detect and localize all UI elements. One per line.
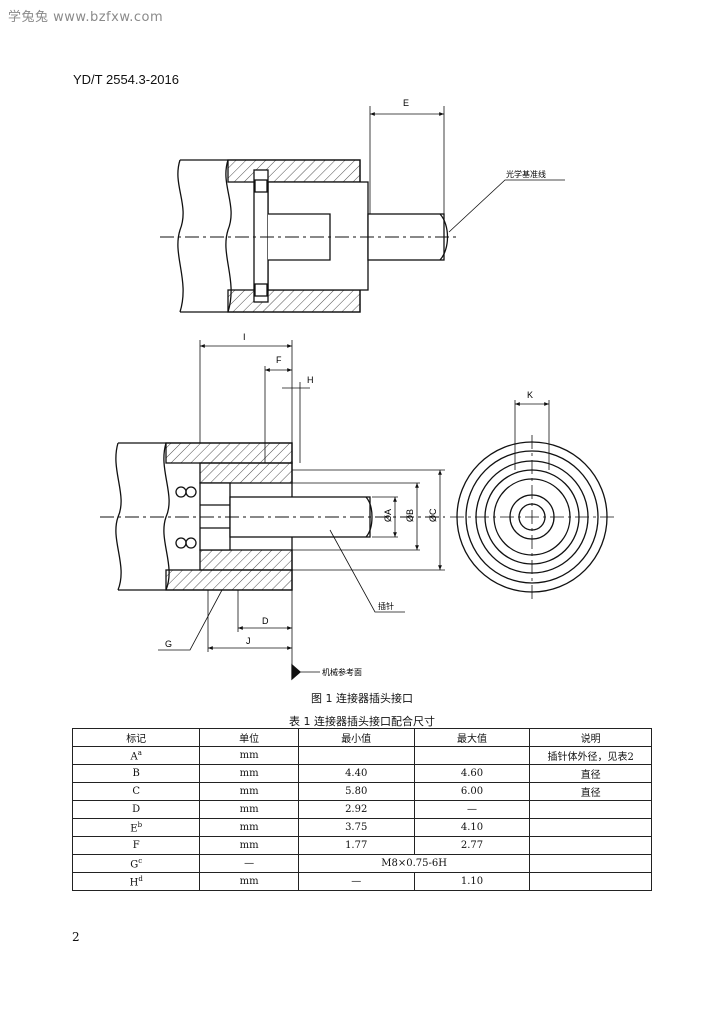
- cell-note: [529, 818, 652, 837]
- cell-max: 4.10: [413, 818, 531, 837]
- cell-note: [529, 872, 652, 891]
- col-mark: 标记: [71, 728, 201, 747]
- col-min: 最小值: [297, 728, 415, 747]
- technical-drawing: E 光学基准线: [100, 98, 614, 681]
- cell-note: [529, 836, 652, 855]
- cell-max: 1.10: [413, 872, 531, 891]
- cell-unit: mm: [199, 746, 299, 765]
- cell-note: 直径: [529, 782, 652, 801]
- label-C: ØC: [428, 508, 438, 522]
- label-G: G: [165, 639, 172, 649]
- cell-note: [529, 800, 652, 819]
- cell-min: 3.75: [297, 818, 415, 837]
- label-J: J: [246, 636, 251, 646]
- cell-max: [413, 746, 531, 765]
- cell-mark: B: [71, 764, 201, 783]
- page-number: 2: [72, 930, 80, 944]
- table-row: Gc — M8×0.75-6H: [71, 854, 652, 873]
- table-row: D mm 2.92 —: [71, 800, 652, 819]
- col-unit: 单位: [199, 728, 299, 747]
- cell-mark: H: [129, 877, 139, 889]
- cell-min: [297, 746, 415, 765]
- label-E: E: [403, 98, 409, 108]
- cell-min: 4.40: [297, 764, 415, 783]
- cell-unit: mm: [199, 764, 299, 783]
- cell-sup: b: [137, 820, 143, 829]
- cell-note: 直径: [529, 764, 652, 783]
- cell-min: 2.92: [297, 800, 415, 819]
- table-header-row: 标记 单位 最小值 最大值 说明: [71, 728, 652, 747]
- cell-unit: mm: [199, 872, 299, 891]
- cell-note: 插针体外径，见表2: [529, 746, 652, 765]
- cell-mark: E: [130, 823, 138, 835]
- table-row: Hd mm — 1.10: [71, 872, 652, 891]
- cell-unit: —: [199, 854, 299, 873]
- cell-unit: mm: [199, 800, 299, 819]
- dimension-table: 标记 单位 最小值 最大值 说明 Aa mm 插针体外径，见表2 B mm 4.…: [71, 728, 652, 891]
- lower-connector-section: [100, 340, 445, 681]
- label-pin: 插针: [378, 601, 394, 611]
- label-mechanical-reference: 机械参考面: [322, 667, 362, 677]
- col-max: 最大值: [413, 728, 531, 747]
- label-K: K: [527, 390, 533, 400]
- cell-min: 5.80: [297, 782, 415, 801]
- cell-sup: a: [137, 748, 142, 757]
- cell-mark: G: [130, 859, 139, 871]
- cell-mark: C: [71, 782, 201, 801]
- document-id: YD/T 2554.3-2016: [73, 72, 179, 87]
- table-row: F mm 1.77 2.77: [71, 836, 652, 855]
- cell-note: [529, 854, 652, 873]
- cell-max: —: [413, 800, 531, 819]
- cell-unit: mm: [199, 836, 299, 855]
- col-note: 说明: [529, 728, 652, 747]
- cell-min: —: [297, 872, 415, 891]
- cell-mark: A: [130, 751, 138, 763]
- label-D: D: [262, 616, 269, 626]
- label-F: F: [276, 355, 282, 365]
- cell-merged-value: M8×0.75-6H: [297, 854, 531, 873]
- cell-unit: mm: [199, 818, 299, 837]
- cell-unit: mm: [199, 782, 299, 801]
- cell-mark: F: [71, 836, 201, 855]
- table-row: Eb mm 3.75 4.10: [71, 818, 652, 837]
- cell-max: 4.60: [413, 764, 531, 783]
- upper-connector-view: [160, 106, 565, 313]
- label-A: ØA: [383, 509, 393, 522]
- cell-min: 1.77: [297, 836, 415, 855]
- table-caption: 表 1 连接器插头接口配合尺寸: [289, 715, 435, 728]
- figure-caption: 图 1 连接器插头接口: [311, 692, 413, 705]
- cell-sup: c: [138, 856, 143, 865]
- label-I: I: [243, 332, 246, 342]
- end-view: [450, 400, 614, 600]
- cell-max: 6.00: [413, 782, 531, 801]
- table-row: C mm 5.80 6.00 直径: [71, 782, 652, 801]
- label-H: H: [307, 375, 314, 385]
- cell-sup: d: [138, 874, 143, 883]
- table-row: Aa mm 插针体外径，见表2: [71, 746, 652, 765]
- table-row: B mm 4.40 4.60 直径: [71, 764, 652, 783]
- label-optical-reference: 光学基准线: [506, 169, 546, 179]
- cell-mark: D: [71, 800, 201, 819]
- watermark: 学兔兔 www.bzfxw.com: [8, 10, 164, 25]
- label-B: ØB: [405, 509, 415, 522]
- cell-max: 2.77: [413, 836, 531, 855]
